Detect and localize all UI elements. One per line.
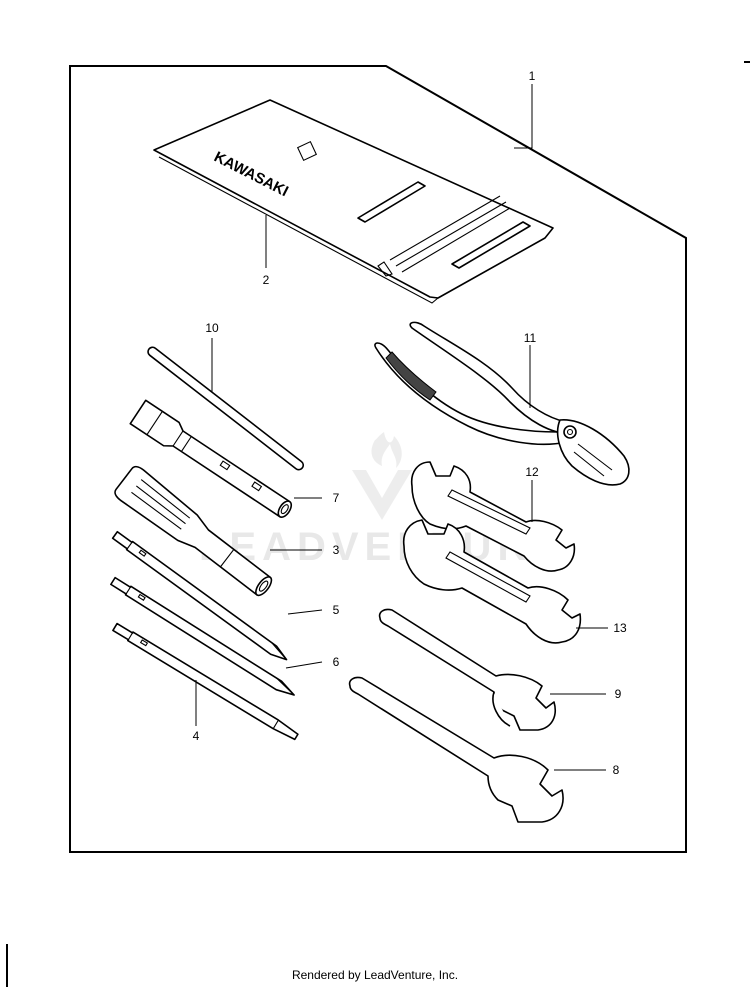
callout-1: 1 [529,69,536,83]
screwdriver-bit-4 [112,622,299,741]
screwdriver-handle [114,465,273,597]
box-wrench [129,399,293,518]
pliers-grip-pattern [385,351,437,401]
callout-11: 11 [524,331,537,345]
callout-13: 13 [613,621,627,635]
wrench-9 [378,608,556,731]
footer-credit: Rendered by LeadVenture, Inc. [291,968,459,982]
callout-9: 9 [615,687,622,701]
screwdriver-bit-5 [111,530,288,661]
callout-labels: 1 2 3 4 5 6 7 8 9 10 11 12 13 [193,69,627,777]
wrench-8 [348,676,564,823]
diagram-frame [69,65,687,853]
callout-5: 5 [333,603,340,617]
callout-4: 4 [193,729,200,743]
callout-3: 3 [333,543,340,557]
double-wrench-12 [410,461,576,572]
callout-8: 8 [613,763,620,777]
tool-pouch: KAWASAKI [153,99,554,304]
callout-12: 12 [525,465,539,479]
pliers [374,321,630,486]
callout-6: 6 [333,655,340,669]
extension-bar [147,346,305,471]
callout-10: 10 [205,321,219,335]
screwdriver-bit-6 [110,576,295,696]
callout-2: 2 [263,273,270,287]
double-wrench-13 [402,519,582,644]
callout-7: 7 [333,491,340,505]
leader-lines [195,84,608,771]
